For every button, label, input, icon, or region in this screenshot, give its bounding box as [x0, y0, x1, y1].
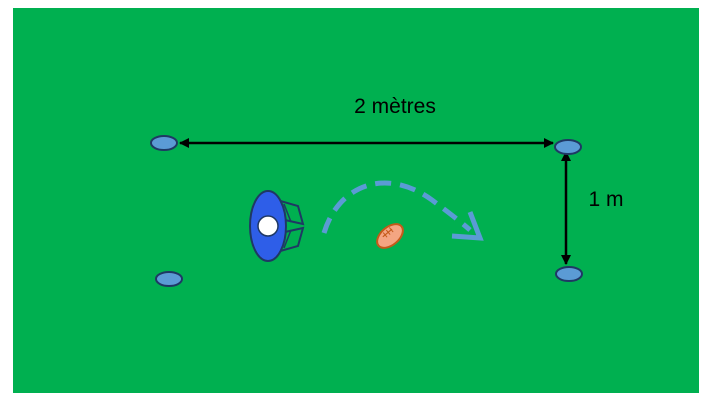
training-field: 2 mètres 1 m [13, 8, 699, 393]
cone-marker-icon [150, 135, 178, 151]
cone-marker-icon [555, 266, 583, 282]
player-head [257, 215, 279, 237]
depth-label: 1 m [588, 188, 623, 211]
cone-marker-icon [155, 271, 183, 287]
player-topdown-icon [249, 190, 305, 262]
motion-arrowhead [451, 211, 484, 241]
field-background [13, 8, 699, 393]
width-label: 2 mètres [354, 95, 436, 118]
rugby-ball-icon [376, 223, 404, 249]
cone-marker-icon [554, 139, 582, 155]
motion-arrow [321, 180, 472, 234]
